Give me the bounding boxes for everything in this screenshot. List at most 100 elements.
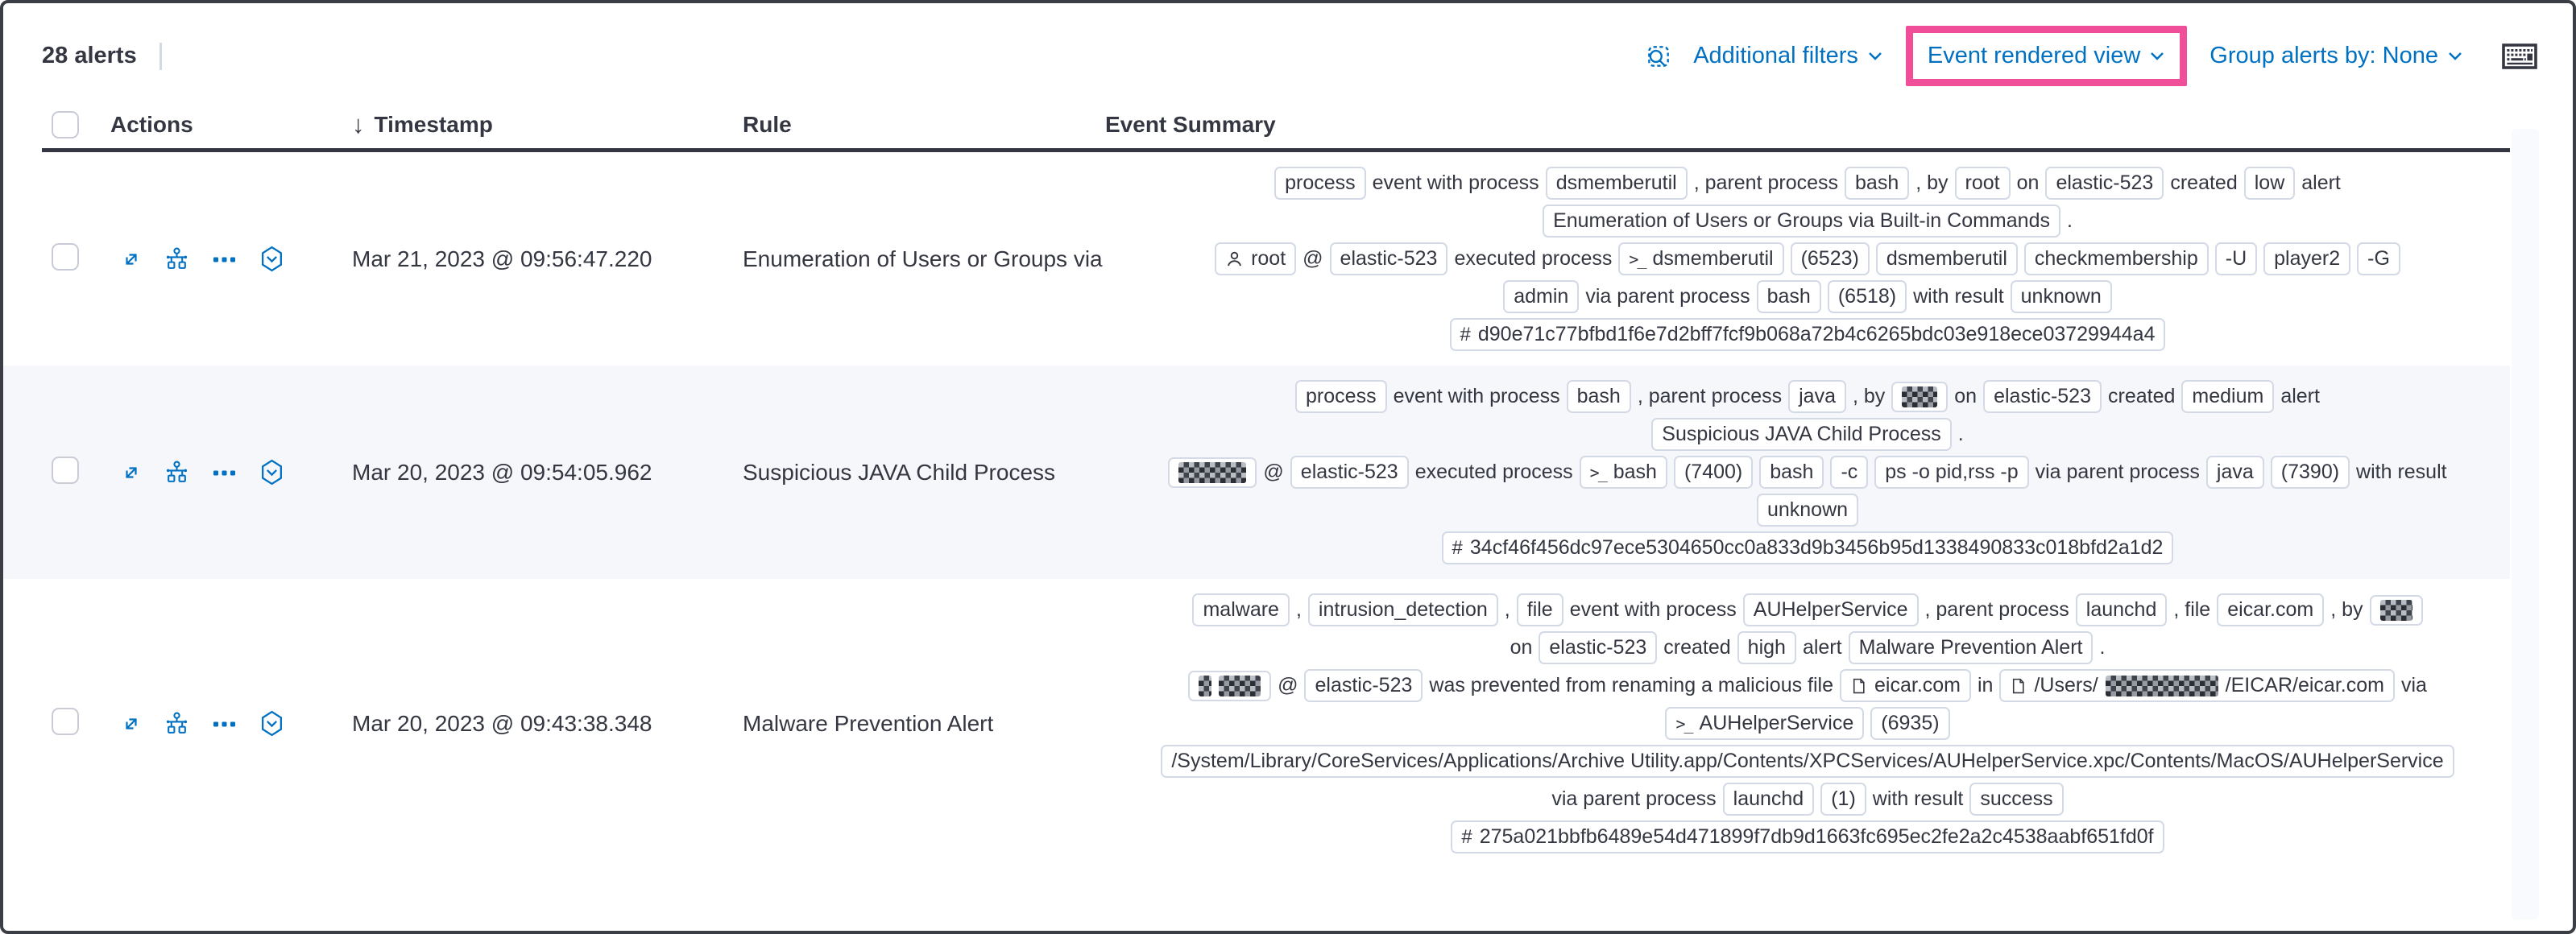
- field-badge[interactable]: [1168, 457, 1257, 488]
- summary-text: .: [2066, 209, 2073, 232]
- field-badge[interactable]: eicar.com: [1840, 669, 1971, 702]
- analyze-event-icon[interactable]: [164, 246, 189, 271]
- more-actions-icon[interactable]: [211, 712, 238, 736]
- expand-alert-icon[interactable]: [120, 248, 143, 271]
- field-badge[interactable]: low: [2243, 167, 2296, 200]
- investigate-in-timeline-icon[interactable]: [259, 459, 284, 486]
- row-checkbox[interactable]: [52, 708, 79, 735]
- badge-text: launchd: [1733, 787, 1804, 810]
- field-badge[interactable]: elastic-523: [1539, 631, 1658, 664]
- field-badge[interactable]: elastic-523: [1304, 669, 1423, 702]
- field-badge[interactable]: Suspicious JAVA Child Process: [1651, 418, 1952, 451]
- alerts-toolbar: 28 alerts Additional filters Event rende…: [3, 3, 2573, 94]
- field-badge[interactable]: unknown: [2010, 280, 2112, 313]
- field-badge[interactable]: Malware Prevention Alert: [1848, 631, 2094, 664]
- field-badge[interactable]: player2: [2263, 242, 2351, 275]
- field-badge[interactable]: >_bash: [1579, 456, 1667, 489]
- field-badge[interactable]: success: [1969, 783, 2064, 816]
- more-actions-icon[interactable]: [211, 247, 238, 271]
- field-badge[interactable]: checkmembership: [2023, 242, 2209, 275]
- field-badge[interactable]: root: [1215, 242, 1297, 275]
- field-badge[interactable]: bash: [1759, 456, 1824, 489]
- expand-alert-icon[interactable]: [120, 713, 143, 735]
- keyboard-shortcuts-icon[interactable]: [2502, 43, 2537, 70]
- field-badge[interactable]: (7400): [1673, 456, 1754, 489]
- investigate-in-timeline-icon[interactable]: [259, 710, 284, 737]
- field-badge[interactable]: AUHelperService: [1742, 593, 1919, 626]
- field-badge[interactable]: process: [1295, 380, 1387, 413]
- hash-badge[interactable]: # d90e71c77bfbd1f6e7d2bff7fcf9b068a72b4c6…: [1449, 318, 2166, 351]
- field-badge[interactable]: bash: [1845, 167, 1910, 200]
- column-header-event-summary: Event Summary: [1105, 111, 1276, 137]
- field-badge[interactable]: [1188, 670, 1272, 701]
- field-badge[interactable]: -U: [2214, 242, 2258, 275]
- row-actions-cell: [110, 459, 352, 486]
- field-badge[interactable]: java: [2205, 456, 2264, 489]
- group-alerts-by-button[interactable]: Group alerts by: None: [2209, 43, 2463, 69]
- hash-badge[interactable]: #275a021bbfb6489e54d471899f7db9d1663fc69…: [1451, 820, 2164, 853]
- field-badge[interactable]: file: [1516, 593, 1563, 626]
- field-badge[interactable]: Enumeration of Users or Groups via Built…: [1543, 205, 2060, 238]
- field-badge[interactable]: (1): [1820, 783, 1866, 816]
- badge-text: (7400): [1684, 461, 1743, 483]
- select-all-checkbox[interactable]: [52, 110, 79, 138]
- field-badge[interactable]: launchd: [2075, 593, 2168, 626]
- field-badge[interactable]: elastic-523: [1329, 242, 1448, 275]
- more-actions-icon[interactable]: [211, 461, 238, 485]
- field-badge[interactable]: bash: [1756, 280, 1821, 313]
- analyze-event-icon[interactable]: [164, 460, 189, 485]
- field-badge[interactable]: high: [1737, 631, 1796, 664]
- field-badge[interactable]: [1891, 381, 1949, 412]
- investigate-in-timeline-icon[interactable]: [259, 246, 284, 272]
- field-badge[interactable]: (7390): [2270, 456, 2350, 489]
- field-badge[interactable]: /Users//EICAR/eicar.com: [1999, 669, 2395, 702]
- field-badge[interactable]: >_dsmemberutil: [1618, 242, 1784, 275]
- field-badge[interactable]: (6523): [1790, 242, 1870, 275]
- field-badge[interactable]: dsmemberutil: [1545, 167, 1688, 200]
- field-badge[interactable]: >_AUHelperService: [1665, 707, 1865, 740]
- field-badge[interactable]: -c: [1830, 456, 1869, 489]
- redacted-value: [1199, 675, 1212, 696]
- field-badge[interactable]: java: [1788, 380, 1846, 413]
- field-badge[interactable]: elastic-523: [2045, 167, 2164, 200]
- row-checkbox[interactable]: [52, 457, 79, 484]
- field-badge[interactable]: launchd: [1722, 783, 1815, 816]
- field-badge[interactable]: bash: [1566, 380, 1631, 413]
- field-badge[interactable]: elastic-523: [1290, 456, 1409, 489]
- badge-text: d90e71c77bfbd1f6e7d2bff7fcf9b068a72b4c62…: [1477, 323, 2156, 345]
- column-header-timestamp[interactable]: ↓ Timestamp: [352, 110, 493, 138]
- field-badge[interactable]: [2369, 594, 2423, 626]
- field-badge[interactable]: dsmemberutil: [1875, 242, 2018, 275]
- field-badge[interactable]: /System/Library/CoreServices/Application…: [1161, 745, 2454, 778]
- expand-alert-icon[interactable]: [120, 461, 143, 484]
- badge-text: launchd: [2085, 598, 2157, 621]
- field-badge[interactable]: (6518): [1827, 280, 1907, 313]
- field-badge[interactable]: eicar.com: [2217, 593, 2325, 626]
- inspect-icon[interactable]: [1645, 43, 1672, 70]
- hash-icon: #: [1460, 323, 1471, 345]
- badge-text: Suspicious JAVA Child Process: [1662, 423, 1941, 445]
- field-badge[interactable]: malware: [1192, 593, 1290, 626]
- field-badge[interactable]: ps -o pid,rss -p: [1874, 456, 2029, 489]
- field-badge[interactable]: -G: [2357, 242, 2400, 275]
- field-badge[interactable]: medium: [2181, 380, 2275, 413]
- toolbar-controls: Additional filters Event rendered view G…: [1645, 26, 2537, 86]
- scrollbar[interactable]: [2512, 129, 2539, 920]
- field-badge[interactable]: admin: [1503, 280, 1580, 313]
- badge-text: (1): [1831, 787, 1856, 810]
- field-badge[interactable]: unknown: [1756, 494, 1859, 527]
- event-rendered-view-button[interactable]: Event rendered view: [1928, 43, 2165, 69]
- field-badge[interactable]: root: [1954, 167, 2011, 200]
- field-badge[interactable]: intrusion_detection: [1307, 593, 1498, 626]
- badge-text: Malware Prevention Alert: [1858, 636, 2083, 659]
- field-badge[interactable]: process: [1274, 167, 1366, 200]
- analyze-event-icon[interactable]: [164, 711, 189, 736]
- field-badge[interactable]: (6935): [1870, 707, 1950, 740]
- row-checkbox[interactable]: [52, 243, 79, 271]
- hash-badge[interactable]: #34cf46f456dc97ece5304650cc0a833d9b3456b…: [1441, 531, 2174, 564]
- field-badge[interactable]: elastic-523: [1983, 380, 2102, 413]
- additional-filters-button[interactable]: Additional filters: [1693, 43, 1883, 69]
